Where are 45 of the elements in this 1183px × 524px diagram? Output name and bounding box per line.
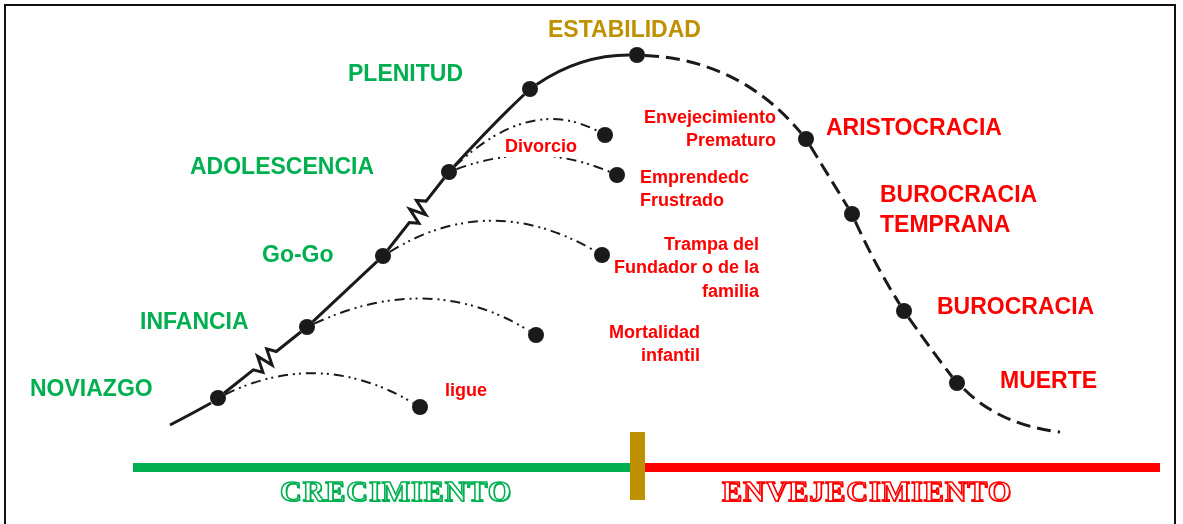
stage-label: NOVIAZGO [30, 374, 153, 403]
stage-dot [629, 47, 645, 63]
lifecycle-curve [808, 145, 850, 208]
stage-label: BUROCRACIA TEMPRANA [880, 180, 1038, 239]
stage-dot [609, 167, 625, 183]
stage-label: Mortalidad infantil [608, 321, 700, 368]
phase-label: ENVEJECIMIENTO [722, 474, 1013, 508]
branch-curve [224, 372, 415, 404]
stage-label: ESTABILIDAD [548, 15, 701, 44]
lifecycle-curve [644, 53, 802, 134]
stage-dot [597, 127, 613, 143]
stage-dot [299, 319, 315, 335]
stage-label: PLENITUD [348, 59, 463, 88]
stage-label: ligue [445, 379, 487, 402]
stage-dot [375, 248, 391, 264]
lifecycle-curve [311, 260, 379, 323]
lifecycle-curve [223, 330, 302, 395]
stage-label: ARISTOCRACIA [826, 113, 1002, 142]
stage-dot [949, 375, 965, 391]
stage-label: MUERTE [1000, 366, 1098, 395]
lifecycle-curve [535, 53, 630, 86]
stage-dot [896, 303, 912, 319]
lifecycle-curve [453, 93, 526, 168]
stage-label: BUROCRACIA [937, 292, 1095, 321]
lifecycle-curve [853, 220, 901, 306]
stage-dot [412, 399, 428, 415]
stage-label: Trampa del Fundador o de la familia [613, 233, 759, 303]
branch-curve [453, 118, 599, 168]
stage-dot [522, 81, 538, 97]
stage-label: Envejecimiento Prematuro [642, 106, 776, 153]
lifecycle-curve [907, 316, 954, 378]
stage-dot [528, 327, 544, 343]
phase-label: CRECIMIENTO [280, 474, 513, 508]
stage-label: ADOLESCENCIA [190, 152, 374, 181]
stage-label: INFANCIA [140, 307, 249, 336]
stage-label: Go-Go [262, 240, 334, 269]
stage-dot [210, 390, 226, 406]
lifecycle-curve [386, 177, 446, 251]
stage-dot [441, 164, 457, 180]
stage-dot [844, 206, 860, 222]
stage-dot [594, 247, 610, 263]
stage-label: Emprendedc Frustrado [640, 166, 751, 213]
stage-dot [798, 131, 814, 147]
edge-label: Divorcio [503, 136, 580, 157]
branch-curve [313, 297, 531, 332]
